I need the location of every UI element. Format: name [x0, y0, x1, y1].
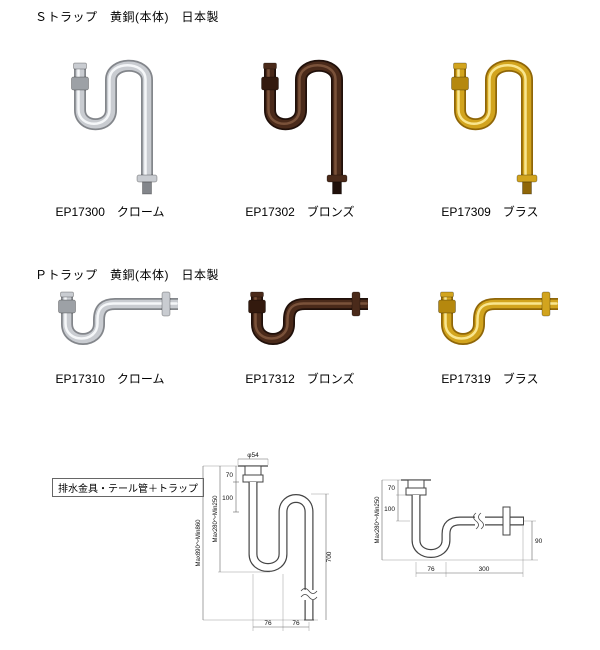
p-trap-section-heading: Ｐトラップ 黄銅(本体) 日本製 [35, 268, 219, 282]
product-caption: EP17300 クローム [55, 205, 165, 219]
slip-nut [451, 76, 469, 91]
floor-flange [136, 174, 158, 183]
dim-76-right: 76 [292, 620, 300, 627]
dim-700: 700 [326, 551, 333, 562]
drain-fitting [401, 479, 431, 496]
slip-nut [248, 299, 266, 314]
pipe-body [80, 66, 147, 178]
floor-stub [142, 181, 152, 195]
product-card-ep17310[interactable]: EP17310 クローム [30, 288, 190, 387]
product-caption: EP17309 ブラス [441, 205, 539, 219]
floor-flange [326, 174, 348, 183]
dim-100: 100 [384, 506, 395, 513]
inlet-flare [263, 62, 277, 70]
product-card-ep17302[interactable]: EP17302 ブロンズ [220, 28, 380, 220]
s-trap-chrome-image [71, 28, 158, 195]
dim-90: 90 [535, 538, 543, 545]
p-trap-brass-image [438, 288, 565, 368]
dimension-lines [381, 480, 533, 574]
dimension-lines [202, 458, 327, 628]
pipe-inner [412, 495, 523, 557]
product-card-ep17312[interactable]: EP17312 ブロンズ [220, 288, 380, 387]
inlet-flare [60, 291, 74, 298]
dim-100: 100 [222, 495, 233, 502]
dim-max280-min250: Max280〜Min250 [213, 495, 219, 543]
dim-76: 76 [427, 566, 435, 573]
pipe-break-symbol [300, 588, 318, 600]
s-trap-bronze-image [261, 28, 348, 195]
inlet-flare [453, 62, 467, 70]
extension-lines [203, 459, 329, 631]
extension-lines [382, 479, 538, 577]
drawing-label-box: 排水金具・テール管＋トラップ [52, 478, 204, 497]
slip-nut [58, 299, 76, 314]
wall-flange [541, 291, 551, 317]
wall-flange [502, 506, 511, 536]
dimension-labels: 70 100 Max280〜Min250 90 76 300 [375, 485, 543, 573]
dim-70: 70 [226, 472, 234, 479]
dim-76-left: 76 [264, 620, 272, 627]
floor-stub [332, 181, 342, 195]
pipe-inner [249, 482, 313, 620]
slip-nut [261, 76, 279, 91]
p-trap-product-row: EP17310 クローム EP17312 ブロンズ EP17 [30, 288, 570, 387]
product-card-ep17300[interactable]: EP17300 クローム [30, 28, 190, 220]
p-trap-chrome-image [58, 288, 185, 368]
product-caption: EP17310 クローム [55, 372, 165, 386]
floor-flange [516, 174, 538, 183]
dimension-labels: φ54 70 100 Max280〜Min250 Max890〜Min860 7… [196, 452, 333, 627]
dim-300: 300 [479, 566, 490, 573]
wall-flange [161, 291, 171, 317]
inlet-flare [250, 291, 264, 298]
pipe-body [460, 66, 527, 178]
product-caption: EP17319 ブラス [441, 372, 539, 386]
s-trap-product-row: EP17300 クローム EP17302 ブロンズ [30, 28, 570, 220]
tech-drawing-s-trap: φ54 70 100 Max280〜Min250 Max890〜Min860 7… [196, 452, 333, 631]
dim-max280-min250: Max280〜Min250 [375, 496, 381, 544]
dim-phi54: φ54 [247, 452, 259, 459]
slip-nut [71, 76, 89, 91]
product-card-ep17309[interactable]: EP17309 ブラス [410, 28, 570, 220]
p-trap-bronze-image [248, 288, 375, 368]
tech-drawing-p-trap: 70 100 Max280〜Min250 90 76 300 [375, 479, 543, 577]
s-trap-brass-image [451, 28, 538, 195]
product-caption: EP17312 ブロンズ [245, 372, 355, 386]
inlet-flare [440, 291, 454, 298]
dim-70: 70 [388, 485, 396, 492]
dim-max890-min860: Max890〜Min860 [196, 519, 202, 567]
floor-stub [522, 181, 532, 195]
drain-fitting [238, 465, 268, 483]
wall-flange [351, 291, 361, 317]
pipe-break-symbol [473, 512, 485, 530]
pipe-body [270, 66, 337, 178]
slip-nut [438, 299, 456, 314]
product-caption: EP17302 ブロンズ [245, 205, 355, 219]
inlet-flare [73, 62, 87, 70]
s-trap-section-heading: Ｓトラップ 黄銅(本体) 日本製 [35, 10, 219, 24]
product-card-ep17319[interactable]: EP17319 ブラス [410, 288, 570, 387]
